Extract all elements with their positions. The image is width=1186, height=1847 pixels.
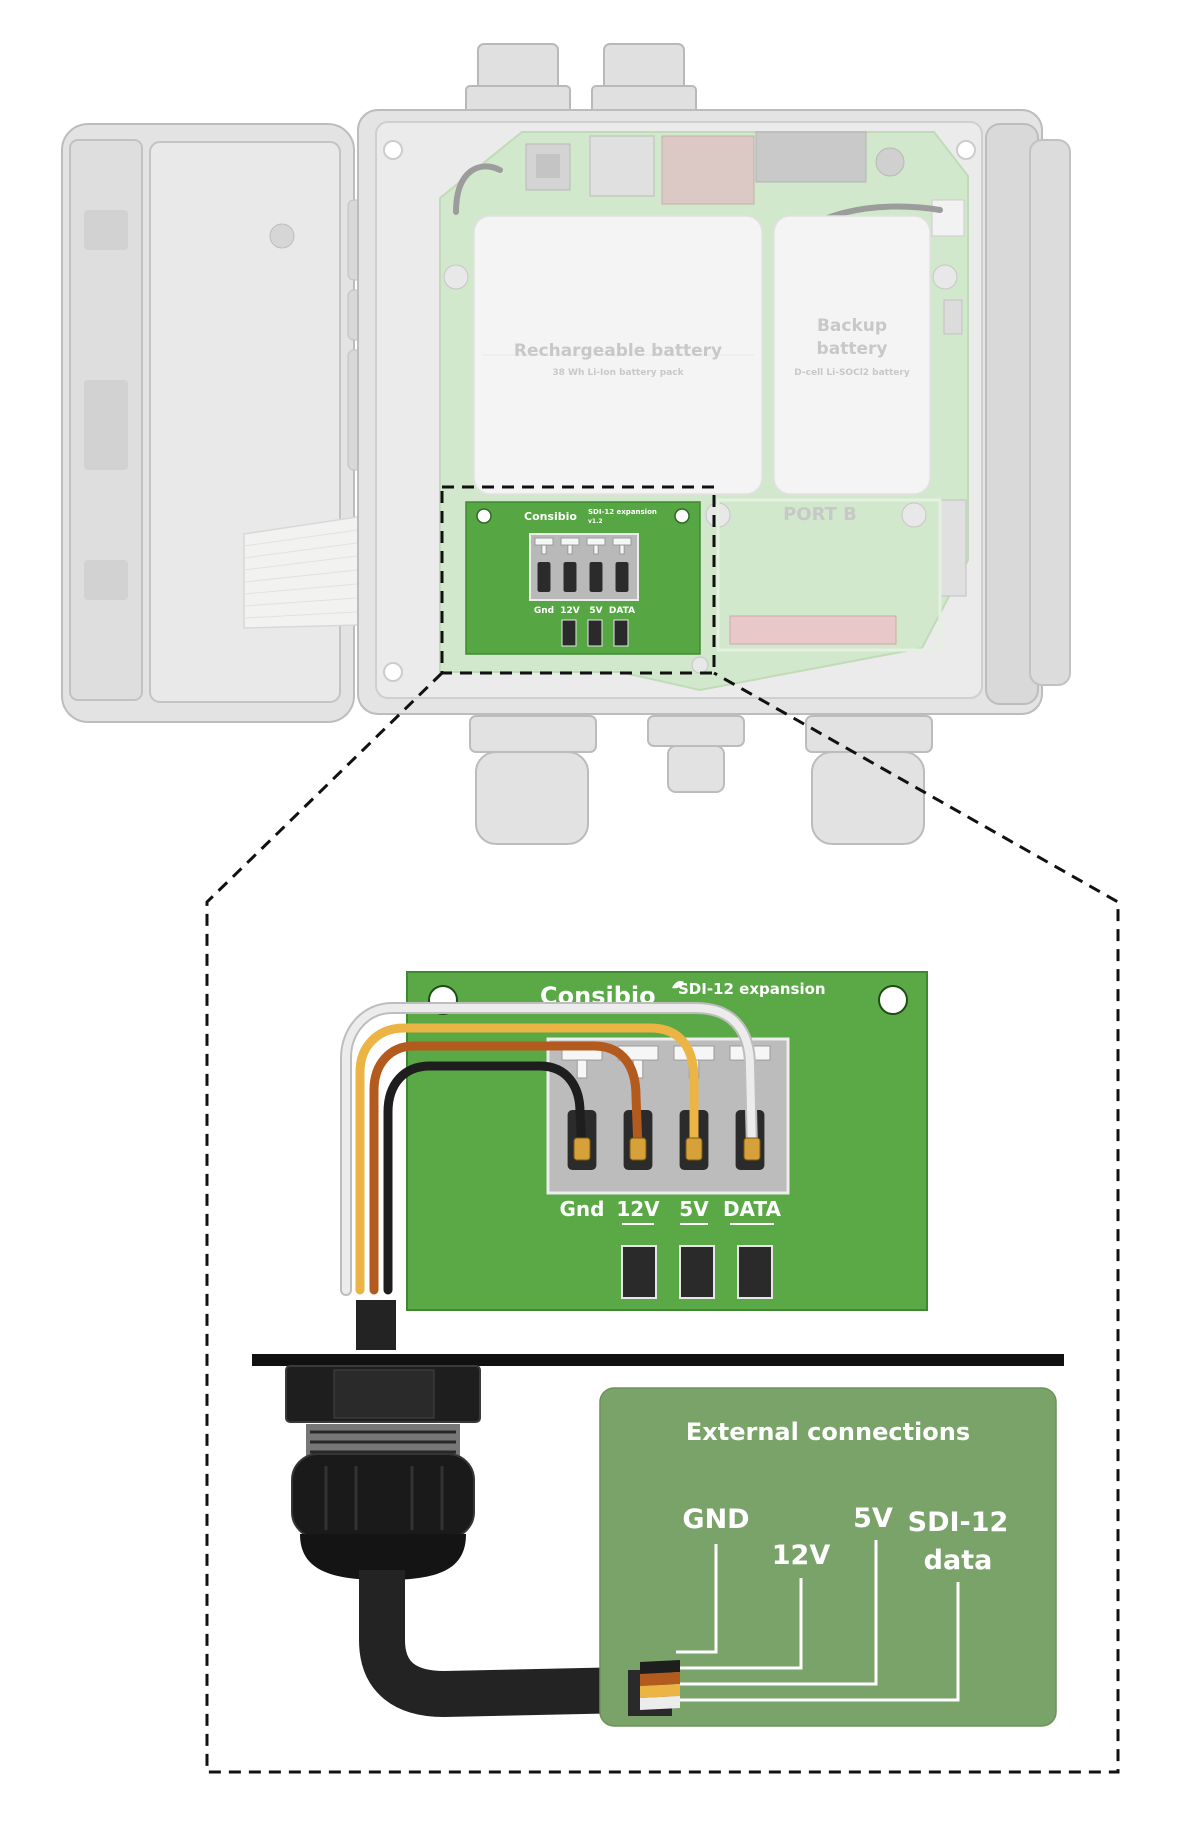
- enclosure-screws: [383, 140, 976, 682]
- terminal-slot: [563, 562, 577, 592]
- port-b-area: [716, 498, 942, 652]
- rechargeable-battery-subtitle: 38 Wh Li-Ion battery pack: [552, 368, 684, 378]
- small-terminal-block: [534, 537, 632, 592]
- zoom-source-box: [440, 485, 716, 675]
- wire-white: [342, 1004, 756, 1294]
- terminal-slot: [537, 562, 551, 592]
- brand-leaf-icon: [672, 980, 684, 989]
- backup-battery-title-2: battery: [817, 339, 888, 359]
- top-connectors: [465, 43, 697, 115]
- wire-yellow: [355, 1023, 699, 1295]
- small-board-version: v1.2: [588, 518, 603, 525]
- external-cable: [359, 1570, 631, 1718]
- external-connections-panel: External connections GND 12V 5V SDI-12 d…: [599, 1387, 1057, 1727]
- small-board-brand: Consibio: [524, 510, 577, 523]
- terminal-lever: [560, 537, 580, 546]
- large-board-diodes: [621, 1245, 773, 1299]
- enclosure-lid: [61, 123, 381, 723]
- wire-ferrules: [573, 1137, 761, 1161]
- wire-brown: [369, 1041, 643, 1295]
- terminal-lever: [586, 537, 606, 546]
- connection-lines: [676, 1540, 960, 1702]
- small-pin-5v: 5V: [589, 606, 602, 616]
- pcb-components: [443, 131, 967, 674]
- cable-gland: [252, 1300, 1064, 1580]
- label-sdi-2: data: [924, 1545, 993, 1576]
- bottom-glands: [469, 715, 933, 845]
- wire-bundle-internal: [340, 1002, 758, 1296]
- large-pin-5v: 5V: [679, 1197, 709, 1221]
- device-enclosure: PORT B Rechargeable battery 38 Wh Li-Ion…: [61, 43, 1071, 845]
- label-sdi-1: SDI-12: [908, 1507, 1009, 1538]
- terminal-lever: [534, 537, 554, 546]
- label-gnd: GND: [682, 1504, 749, 1535]
- cable-end: [628, 1660, 680, 1716]
- terminal-slot: [615, 562, 629, 592]
- small-board-diodes: [561, 619, 629, 647]
- terminal-lever-stem: [619, 544, 625, 555]
- backup-battery-subtitle: D-cell Li-SOCl2 battery: [794, 368, 910, 378]
- terminal-lever-stem: [567, 544, 573, 555]
- large-pin-12v: 12V: [616, 1197, 660, 1221]
- external-title: External connections: [686, 1418, 970, 1446]
- label-5v: 5V: [853, 1503, 893, 1534]
- expansion-board-small: Consibio SDI-12 expansion v1.2 Gnd 12V 5…: [465, 501, 701, 655]
- rechargeable-battery: Rechargeable battery 38 Wh Li-Ion batter…: [473, 215, 763, 495]
- large-pin-gnd: Gnd: [560, 1197, 605, 1221]
- enclosure-wall: [252, 1354, 1064, 1366]
- port-b-label: PORT B: [783, 504, 857, 525]
- small-pin-gnd: Gnd: [534, 606, 554, 616]
- terminal-lever-stem: [593, 544, 599, 555]
- large-pin-data: DATA: [723, 1197, 782, 1221]
- label-12v: 12V: [772, 1540, 831, 1571]
- terminal-lever-stem: [541, 544, 547, 555]
- backup-battery-title-1: Backup: [817, 316, 887, 336]
- large-board-model: SDI-12 expansion: [678, 980, 826, 998]
- small-board-model: SDI-12 expansion: [588, 508, 657, 516]
- small-pin-12v: 12V: [560, 606, 580, 616]
- terminal-slot: [589, 562, 603, 592]
- small-pin-data: DATA: [609, 606, 635, 616]
- backup-battery: Backup battery D-cell Li-SOCl2 battery: [773, 215, 931, 495]
- terminal-lever: [612, 537, 632, 546]
- zoom-callout: [205, 485, 1120, 1774]
- terminal-lever-stem: [576, 1059, 588, 1079]
- expansion-board-large: Consibio SDI-12 expansion v1.2 Gnd 12V 5…: [406, 971, 928, 1311]
- rechargeable-battery-title: Rechargeable battery: [514, 341, 722, 361]
- wire-black: [383, 1061, 587, 1295]
